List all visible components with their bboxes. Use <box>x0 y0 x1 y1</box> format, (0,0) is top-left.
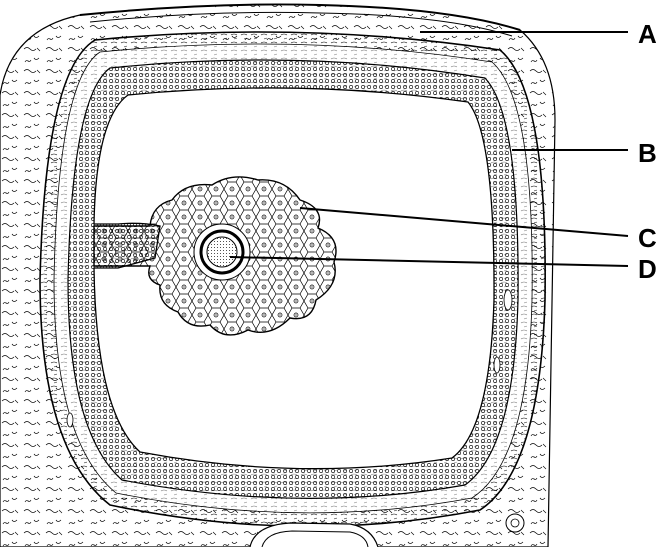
label-c: C <box>638 223 657 253</box>
label-d: D <box>638 254 657 284</box>
label-a: A <box>638 19 657 49</box>
label-b: B <box>638 138 657 168</box>
small-vessel <box>506 514 524 532</box>
oocyte <box>207 237 237 267</box>
